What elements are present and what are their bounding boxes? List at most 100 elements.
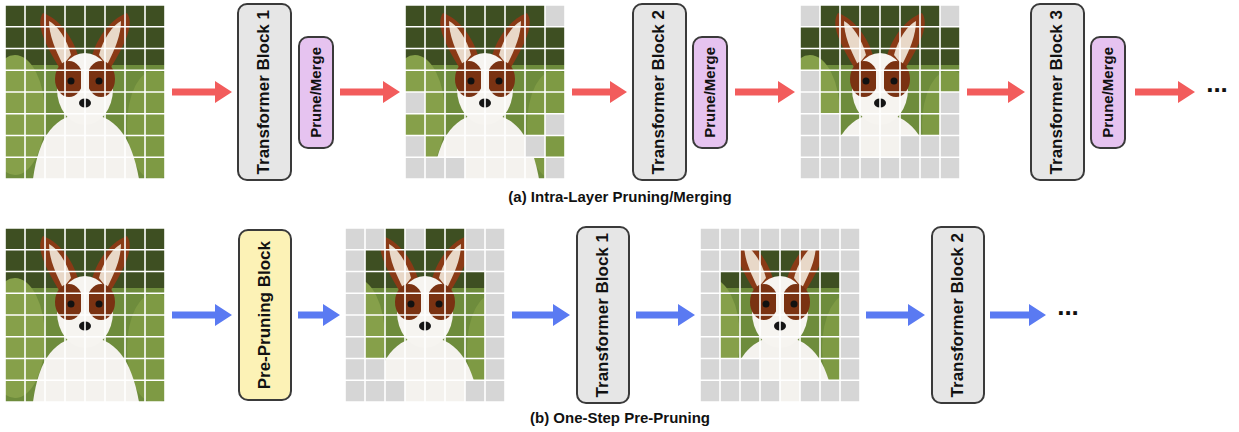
pruned-token: [820, 250, 840, 272]
pruned-token: [465, 228, 485, 250]
pruned-token: [900, 136, 920, 158]
pruned-token: [840, 359, 860, 381]
dog-ear-inner: [389, 244, 411, 288]
dog-ear-inner: [439, 244, 461, 288]
pruned-token: [940, 157, 960, 179]
flow-arrow: [636, 304, 695, 326]
dog-eye: [96, 301, 103, 308]
flow-arrow: [172, 304, 232, 326]
pruned-token: [485, 228, 505, 250]
pruned-token: [840, 157, 860, 179]
box-label: Transformer Block 2: [949, 233, 968, 397]
pruned-token: [940, 136, 960, 158]
pruned-token: [880, 157, 900, 179]
grid-line: [405, 156, 565, 158]
transformer-block: Transformer Block 2: [931, 226, 985, 404]
flow-arrow: [866, 304, 925, 326]
grid-line: [700, 228, 860, 229]
grid-line: [700, 271, 860, 273]
pre-pruning-block: Pre-Pruning Block: [238, 229, 292, 401]
grid-line: [5, 292, 165, 294]
pruned-token: [740, 380, 760, 402]
grid-line: [800, 26, 960, 28]
token-image: [780, 5, 978, 180]
pruned-token: [940, 114, 960, 136]
grid-line: [800, 48, 960, 50]
pruned-token: [820, 157, 840, 179]
grid-line: [345, 379, 505, 381]
box-label: Transformer Block 2: [650, 10, 669, 174]
token-image-clip: [800, 5, 960, 179]
grid-line: [5, 5, 165, 6]
grid-line: [345, 271, 505, 273]
grid-line: [5, 228, 165, 229]
transformer-block: Transformer Block 1: [576, 226, 630, 404]
pruned-token: [740, 228, 760, 250]
pruned-token: [485, 359, 505, 381]
pruned-token: [485, 380, 505, 402]
pruned-token: [800, 114, 820, 136]
grid-line: [345, 314, 505, 316]
grid-line: [700, 358, 860, 360]
pruned-token: [545, 114, 565, 136]
grid-line: [405, 26, 565, 28]
dog-ear-inner: [894, 21, 916, 65]
pruned-token: [800, 228, 820, 250]
pruned-token: [485, 337, 505, 359]
pruned-token: [545, 5, 565, 27]
pruned-token: [425, 157, 445, 179]
token-image: [0, 228, 183, 403]
dog-eye: [96, 78, 103, 85]
subfigure-caption: (b) One-Step Pre-Pruning: [530, 409, 710, 427]
continuation-dots: ...: [1206, 68, 1228, 99]
grass-background: [800, 5, 960, 179]
grid-line: [5, 48, 165, 50]
box-label: Prune/Merge: [1100, 47, 1117, 138]
pruned-token: [800, 380, 820, 402]
dog-eye: [891, 78, 898, 85]
dog-eye: [408, 301, 415, 308]
grid-line: [5, 26, 165, 28]
flow-arrow: [340, 81, 400, 103]
pruned-token: [485, 293, 505, 315]
box-label: Pre-Pruning Block: [256, 241, 275, 389]
pruned-token: [820, 380, 840, 402]
pruned-token: [700, 272, 720, 294]
grid-line: [405, 69, 565, 71]
pruned-token: [700, 293, 720, 315]
grid-line: [5, 401, 165, 402]
pruned-token: [345, 228, 365, 250]
pruned-token: [760, 228, 780, 250]
pruned-token: [840, 136, 860, 158]
pruned-token: [900, 157, 920, 179]
pruned-token: [405, 92, 425, 114]
grid-line: [800, 69, 960, 71]
token-image-clip: [405, 5, 565, 179]
pruned-token: [840, 293, 860, 315]
pruned-token: [345, 315, 365, 337]
pruned-token: [700, 380, 720, 402]
token-image-clip: [345, 228, 505, 402]
token-image-clip: [5, 5, 165, 179]
grid-line: [345, 249, 505, 251]
pruned-token: [345, 250, 365, 272]
grid-line: [800, 5, 960, 6]
pruned-token: [700, 228, 720, 250]
pruned-token: [545, 157, 565, 179]
flow-arrow: [967, 81, 1025, 103]
flow-arrow: [572, 81, 627, 103]
token-image: [0, 5, 183, 180]
pruned-token: [445, 157, 465, 179]
dog-ear-inner: [449, 21, 471, 65]
transformer-block: Transformer Block 2: [632, 3, 687, 181]
flow-arrow: [1135, 81, 1195, 103]
pruned-token: [800, 5, 820, 27]
grid-line: [405, 48, 565, 50]
pruned-token: [405, 157, 425, 179]
pruned-token: [840, 272, 860, 294]
dog-ear-inner: [844, 21, 866, 65]
pruned-token: [345, 293, 365, 315]
pruned-token: [840, 380, 860, 402]
flow-arrow: [172, 81, 232, 103]
pruned-token: [820, 228, 840, 250]
